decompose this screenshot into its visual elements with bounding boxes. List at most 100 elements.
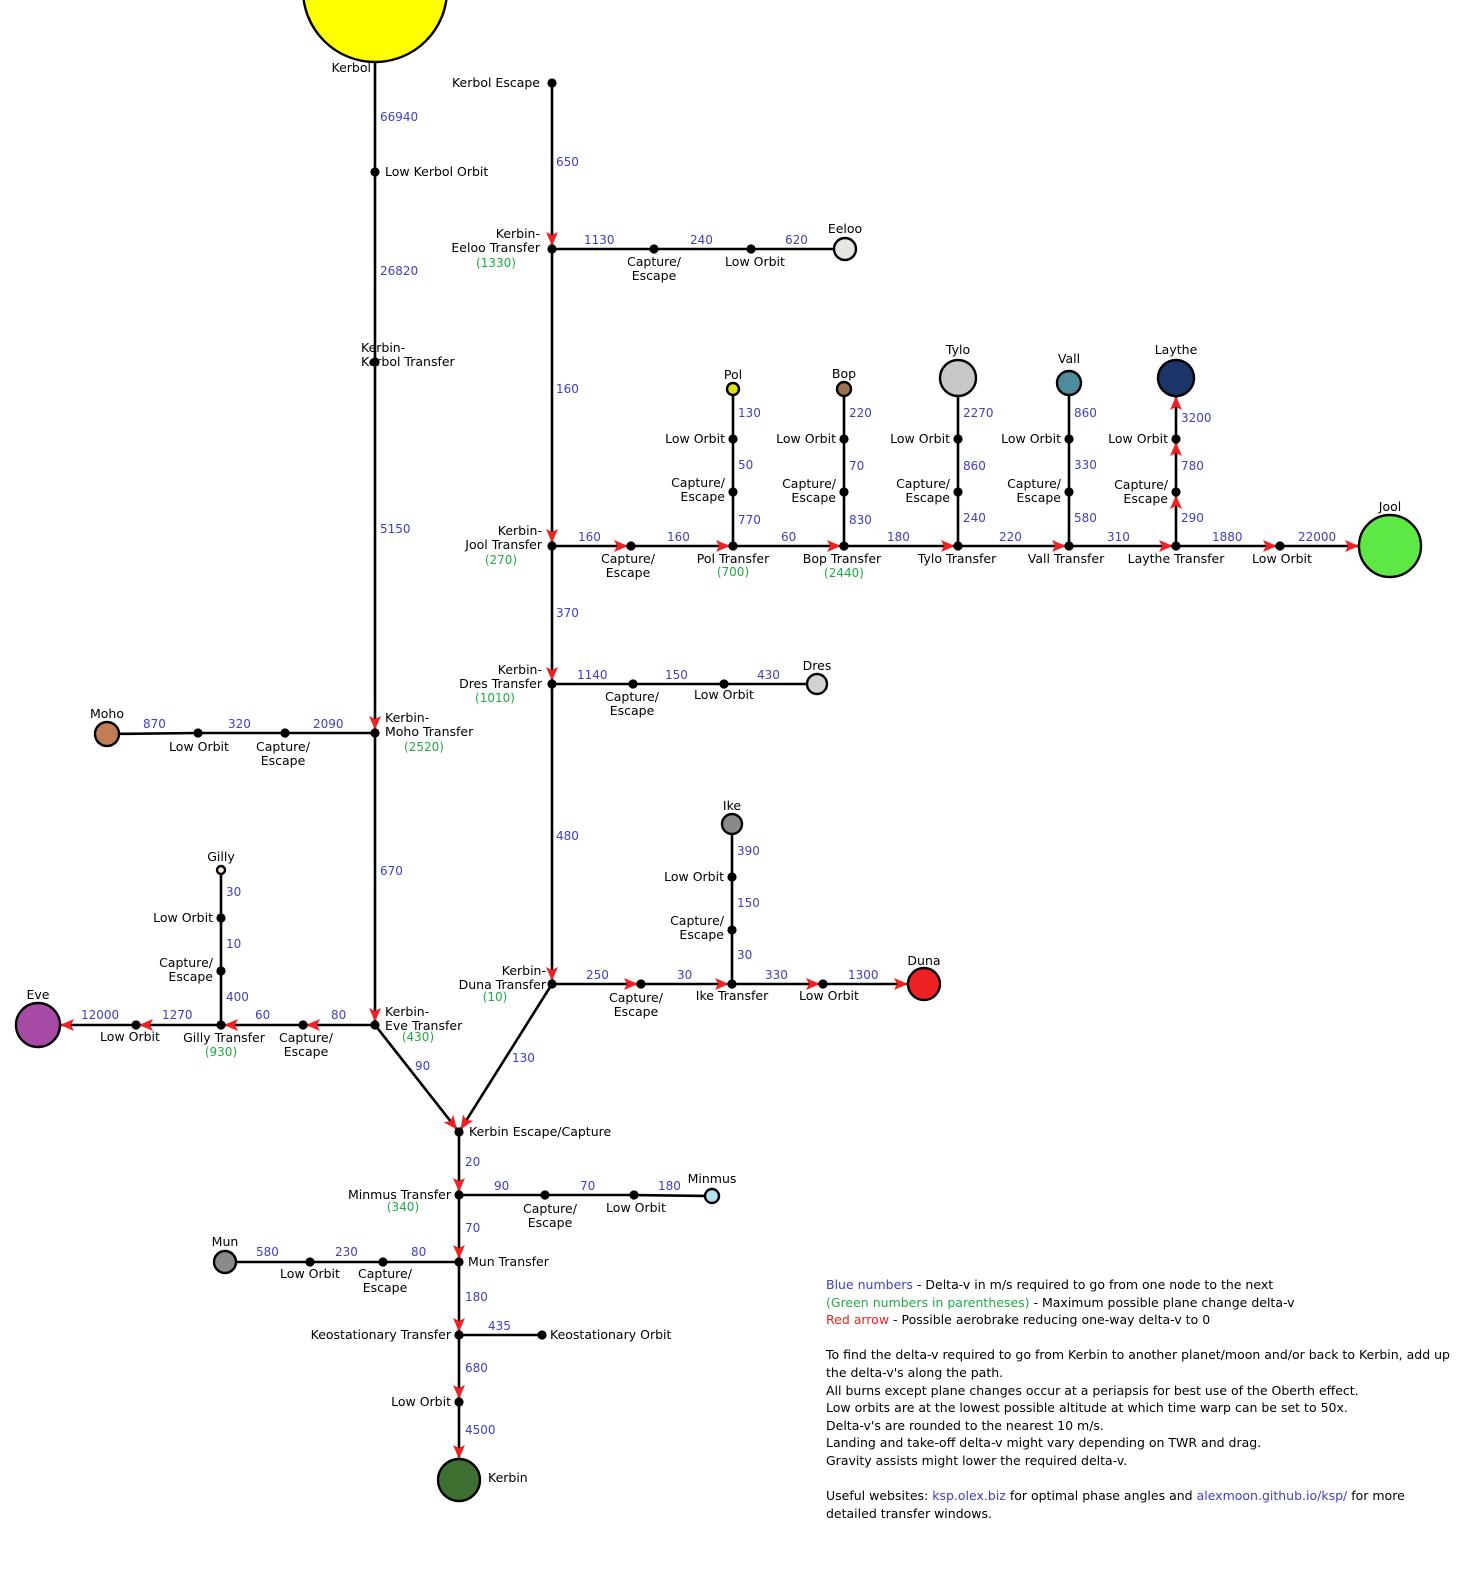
dv-label: 435 xyxy=(488,1319,511,1333)
body-dres xyxy=(805,672,829,696)
legend-green-key: (Green numbers in parentheses) xyxy=(826,1294,1030,1310)
node-label-eve_lo: Low Orbit xyxy=(100,1029,160,1044)
node-pol_lo xyxy=(728,434,738,444)
body-label-tylo: Tylo xyxy=(945,342,970,357)
body-kerbol xyxy=(302,0,448,64)
dv-label: 220 xyxy=(849,406,872,420)
body-label-laythe: Laythe xyxy=(1155,342,1198,357)
node-lay_t xyxy=(1171,541,1181,551)
node-j_ce xyxy=(626,541,636,551)
plane-change-kdut: (10) xyxy=(483,990,508,1004)
node-tylo_t xyxy=(953,541,963,551)
dv-label: 30 xyxy=(226,885,241,899)
node-label-jool_lo: Low Orbit xyxy=(1252,551,1312,566)
node-jool_lo xyxy=(1275,541,1285,551)
dv-label: 330 xyxy=(765,968,788,982)
node-label-kevt: Kerbin-Eve Transfer xyxy=(385,1004,463,1033)
node-gilly_lo xyxy=(216,913,226,923)
bodies-layer xyxy=(14,0,1423,1503)
link-ksp-olex[interactable]: ksp.olex.biz xyxy=(932,1488,1006,1504)
dv-label: 3200 xyxy=(1181,411,1212,425)
dv-label: 30 xyxy=(737,948,752,962)
dv-label: 580 xyxy=(256,1245,279,1259)
node-label-bop_ce: Capture/Escape xyxy=(782,476,837,505)
body-label-gilly: Gilly xyxy=(207,849,235,864)
plane-change-kdt: (1010) xyxy=(475,691,515,705)
node-label-pol_t: Pol Transfer xyxy=(697,551,770,566)
node-label-kdut: Kerbin-Duna Transfer xyxy=(459,963,547,992)
body-label-kerbol: Kerbol xyxy=(332,60,371,75)
node-label-kec: Kerbin Escape/Capture xyxy=(469,1124,611,1139)
node-ee_ce xyxy=(649,244,659,254)
node-ike_t xyxy=(727,979,737,989)
dv-label: 160 xyxy=(578,530,601,544)
node-tylo_ce xyxy=(953,487,963,497)
dv-label: 26820 xyxy=(380,264,418,278)
dv-label: 12000 xyxy=(81,1008,119,1022)
node-label-vall_lo: Low Orbit xyxy=(1001,431,1061,446)
dv-label: 5150 xyxy=(380,522,411,536)
dv-label: 60 xyxy=(255,1008,270,1022)
node-min_lo xyxy=(629,1190,639,1200)
dv-label: 80 xyxy=(331,1008,346,1022)
node-vall_ce xyxy=(1064,487,1074,497)
body-label-vall: Vall xyxy=(1058,351,1080,366)
node-label-j_ce: Capture/Escape xyxy=(601,551,656,580)
node-bop_ce xyxy=(839,487,849,497)
legend-red-text: - Possible aerobrake reducing one-way de… xyxy=(889,1312,1211,1328)
link-alexmoon[interactable]: alexmoon.github.io/ksp/ xyxy=(1196,1488,1348,1504)
websites-suffix: for more detailed transfer windows. xyxy=(826,1488,1405,1521)
node-munt xyxy=(454,1257,464,1267)
dv-label: 20 xyxy=(465,1155,480,1169)
node-bop_lo xyxy=(839,434,849,444)
body-moho xyxy=(93,720,121,748)
node-ike_lo xyxy=(727,872,737,882)
node-label-kdt: Kerbin-Dres Transfer xyxy=(459,662,543,691)
legend-websites: Useful websites: ksp.olex.biz for optima… xyxy=(826,1487,1456,1522)
edge-min_lo-minmus xyxy=(633,1193,705,1198)
node-pol_t xyxy=(728,541,738,551)
body-eeloo xyxy=(832,236,858,262)
body-label-jool: Jool xyxy=(1378,499,1401,514)
dv-label: 310 xyxy=(1107,530,1130,544)
dv-label: 130 xyxy=(512,1051,535,1065)
node-duna_ce xyxy=(636,979,646,989)
node-label-kst: Keostationary Transfer xyxy=(311,1327,452,1342)
node-label-tylo_ce: Capture/Escape xyxy=(896,476,951,505)
body-duna xyxy=(906,966,942,1002)
node-bop_t xyxy=(839,541,849,551)
node-label-kjt: Kerbin-Jool Transfer xyxy=(464,523,543,552)
node-kdut xyxy=(547,979,557,989)
dv-label: 680 xyxy=(465,1361,488,1375)
node-lay_lo xyxy=(1171,434,1181,444)
node-label-eve_ce: Capture/Escape xyxy=(279,1030,334,1059)
legend-note: All burns except plane changes occur at … xyxy=(826,1382,1359,1398)
edge-kdut-kec xyxy=(460,983,554,1130)
node-label-min_ce: Capture/Escape xyxy=(523,1201,578,1230)
node-kdt xyxy=(547,679,557,689)
plane-change-mint: (340) xyxy=(387,1200,419,1214)
body-label-minmus: Minmus xyxy=(688,1171,737,1186)
edge-kevt-kec xyxy=(373,1024,458,1130)
plane-change-bop_t: (2440) xyxy=(824,566,864,580)
plane-change-pol_t: (700) xyxy=(717,565,749,579)
dv-label: 150 xyxy=(665,668,688,682)
dv-label: 70 xyxy=(580,1179,595,1193)
legend-red-line: Red arrow - Possible aerobrake reducing … xyxy=(826,1311,1456,1329)
plane-change-gilly_t: (930) xyxy=(205,1045,237,1059)
node-mun_ce xyxy=(378,1257,388,1267)
body-laythe xyxy=(1156,358,1196,398)
node-label-pol_ce: Capture/Escape xyxy=(671,475,726,504)
node-mint xyxy=(454,1190,464,1200)
legend-note: To find the delta-v required to go from … xyxy=(826,1347,1450,1380)
body-ike xyxy=(720,812,744,836)
body-tylo xyxy=(938,358,978,398)
dv-label: 66940 xyxy=(380,110,418,124)
plane-change-kevt: (430) xyxy=(402,1030,434,1044)
node-label-ee_ce: Capture/Escape xyxy=(627,254,682,283)
body-vall xyxy=(1055,369,1083,397)
dv-label: 50 xyxy=(738,458,753,472)
dv-label: 1130 xyxy=(584,233,615,247)
node-label-ee_lo: Low Orbit xyxy=(725,254,785,269)
